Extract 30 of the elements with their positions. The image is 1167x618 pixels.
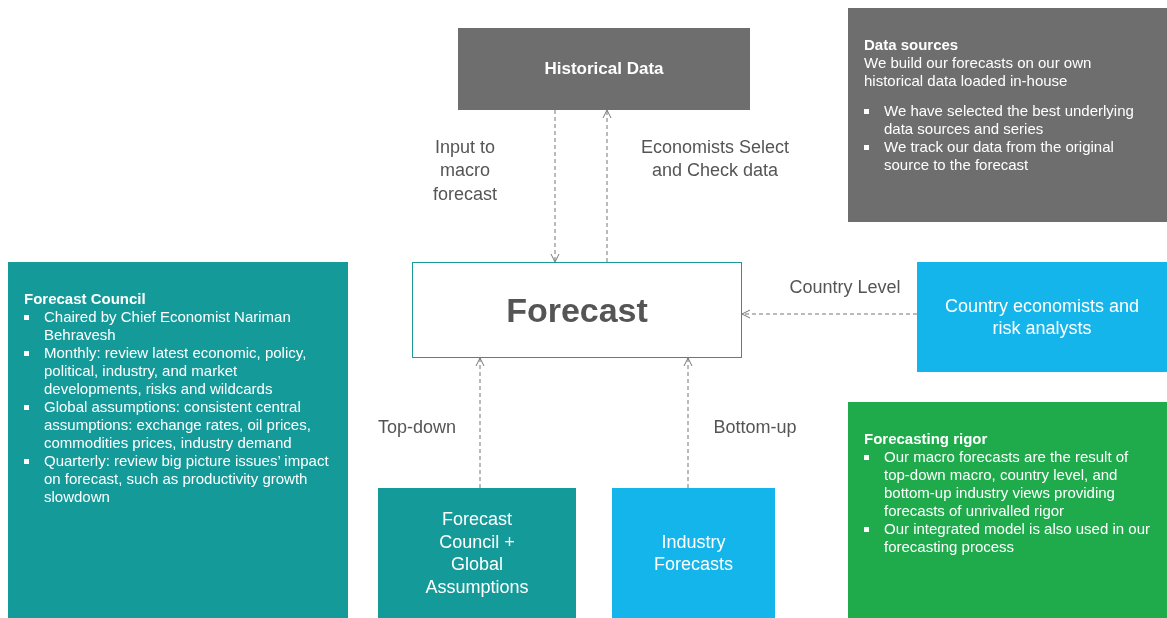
info-panel [848,8,1167,222]
edge-label: Bottom-up [712,416,798,439]
edge-label: Top-down [376,416,457,439]
process-box: Country economists and risk analysts [917,262,1167,372]
edge-label: Country Level [788,276,902,299]
arrow [475,357,485,489]
process-box: Forecast [412,262,742,358]
bullet-text: Monthly: review latest economic, policy, political, industry, and market developments, risks and wildcards [44,344,308,398]
panel-text: We build our forecasts on our own historical data loaded in-house [864,54,1093,90]
bullet-text: We have selected the best underlying data sources and series [884,102,1135,138]
info-panel [8,262,348,618]
process-box: Industry Forecasts [612,488,775,618]
edge-label: Input to macro forecast [432,136,498,206]
process-box: Historical Data [458,28,750,110]
arrow [602,109,612,263]
arrow [683,357,693,489]
info-panel [848,402,1167,618]
panel-heading: Forecast Council [24,290,147,308]
bullet-text: Chaired by Chief Economist Nariman Behravesh [44,308,292,344]
panel-heading: Forecasting rigor [864,430,989,448]
process-box: Forecast Council + Global Assumptions [378,488,576,618]
bullet-text: Our macro forecasts are the result of top-down macro, country level, and bottom-up industry views providing forecasts of unrivalled rigor [884,448,1130,520]
arrow [741,309,918,319]
bullet-text: Our integrated model is also used in our forecasting process [884,520,1151,556]
bullet-text: We track our data from the original source to the forecast [884,138,1115,174]
bullet-text: Global assumptions: consistent central assumptions: exchange rates, oil prices, commodities prices, industry demand [44,398,312,452]
arrow [550,109,560,263]
bullet-text: Quarterly: review big picture issues’ impact on forecast, such as productivity growth slowdown [44,452,330,506]
panel-heading: Data sources [864,36,960,54]
edge-label: Economists Select and Check data [640,136,790,183]
